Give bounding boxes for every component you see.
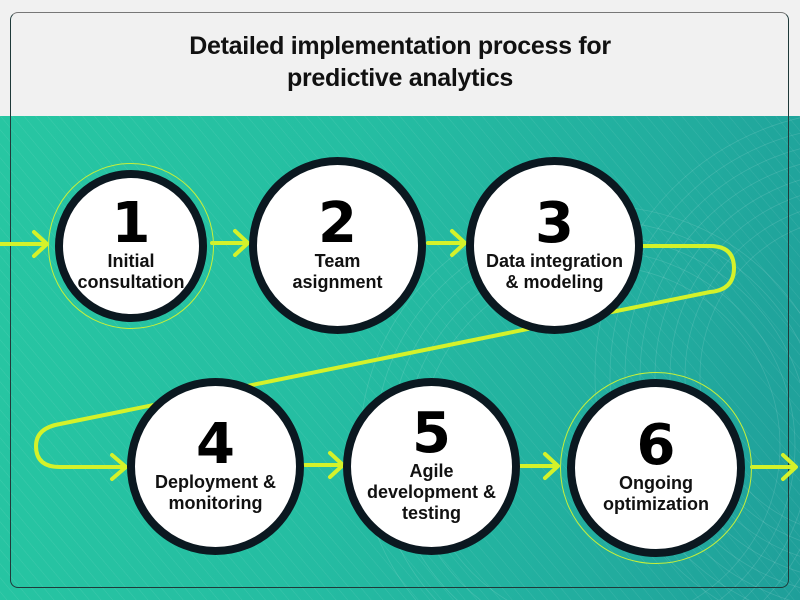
- step-label: Agile development & testing: [366, 461, 497, 523]
- page-title: Detailed implementation process for pred…: [0, 30, 800, 94]
- step-number: 4: [196, 411, 235, 477]
- step-label: Team asignment: [292, 250, 383, 292]
- step-2: 2 Team asignment: [249, 157, 426, 334]
- arrow-right-icon: [210, 229, 250, 257]
- step-label: Initial consultation: [77, 251, 185, 292]
- step-label: Data integration & modeling: [485, 250, 623, 292]
- step-4: 4 Deployment & monitoring: [127, 378, 304, 555]
- step-5: 5 Agile development & testing: [343, 378, 520, 555]
- arrow-right-icon: [518, 452, 560, 480]
- arrow-right-icon: [110, 453, 128, 481]
- arrow-right-icon: [303, 451, 345, 479]
- title-line-2: predictive analytics: [286, 64, 514, 92]
- step-number: 6: [636, 413, 676, 478]
- step-number: 1: [111, 191, 151, 256]
- title-line-1: Detailed implementation process for: [189, 32, 611, 60]
- step-label: Ongoing optimization: [603, 473, 709, 514]
- step-number: 3: [535, 190, 574, 256]
- step-1: 1 Initial consultation: [55, 170, 207, 322]
- step-label: Deployment & monitoring: [154, 471, 277, 513]
- arrow-right-icon: [750, 453, 798, 481]
- loop-connector: [34, 244, 736, 469]
- step-number: 5: [412, 401, 451, 466]
- step-3: 3 Data integration & modeling: [466, 157, 643, 334]
- step-number: 2: [318, 190, 357, 256]
- arrow-right-icon: [0, 230, 49, 258]
- arrow-right-icon: [426, 229, 467, 257]
- step-6: 6 Ongoing optimization: [567, 379, 745, 557]
